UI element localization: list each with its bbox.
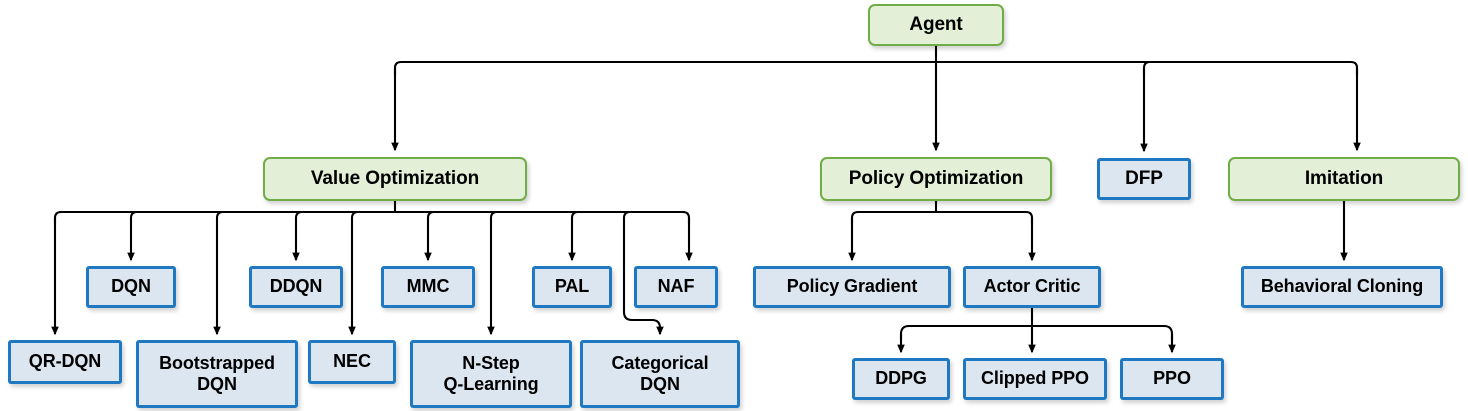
- node-label-nec: NEC: [333, 351, 371, 372]
- node-dfp[interactable]: DFP: [1097, 158, 1191, 200]
- node-dqn[interactable]: DQN: [86, 266, 176, 308]
- node-label-ddqn: DDQN: [269, 276, 323, 297]
- node-clipped_ppo[interactable]: Clipped PPO: [963, 358, 1107, 400]
- node-label-agent: Agent: [909, 13, 963, 35]
- node-label-policy_opt: Policy Optimization: [848, 167, 1024, 189]
- node-label-n_step_q: N-Step Q-Learning: [443, 352, 539, 394]
- node-policy_gradient[interactable]: Policy Gradient: [753, 266, 951, 308]
- node-pal[interactable]: PAL: [532, 266, 612, 308]
- node-bootstrapped_dqn[interactable]: Bootstrapped DQN: [136, 340, 298, 408]
- node-imitation[interactable]: Imitation: [1228, 157, 1460, 201]
- node-n_step_q[interactable]: N-Step Q-Learning: [410, 340, 572, 408]
- node-label-dfp: DFP: [1125, 167, 1163, 189]
- node-qr_dqn[interactable]: QR-DQN: [8, 340, 122, 384]
- node-ppo[interactable]: PPO: [1120, 358, 1224, 400]
- node-actor_critic[interactable]: Actor Critic: [963, 266, 1101, 308]
- edge-group-value-optimization: [51, 201, 693, 336]
- node-label-policy_gradient: Policy Gradient: [786, 276, 918, 297]
- node-naf[interactable]: NAF: [634, 266, 718, 308]
- node-ddqn[interactable]: DDQN: [249, 266, 343, 308]
- node-ddpg[interactable]: DDPG: [852, 358, 950, 400]
- node-label-behavioral_cloning: Behavioral Cloning: [1260, 276, 1424, 297]
- node-agent[interactable]: Agent: [868, 4, 1004, 46]
- node-label-bootstrapped_dqn: Bootstrapped DQN: [159, 352, 275, 394]
- node-label-mmc: MMC: [406, 276, 450, 297]
- edge-group-agent: [391, 46, 1361, 153]
- node-label-dqn: DQN: [111, 276, 151, 297]
- node-label-value_opt: Value Optimization: [310, 167, 480, 189]
- node-nec[interactable]: NEC: [308, 340, 396, 384]
- node-behavioral_cloning[interactable]: Behavioral Cloning: [1241, 266, 1443, 308]
- node-categorical_dqn[interactable]: Categorical DQN: [580, 340, 740, 408]
- edge-group-actor-critic: [897, 308, 1176, 354]
- node-label-naf: NAF: [657, 276, 695, 297]
- edge-group-policy-optimization: [848, 201, 1036, 262]
- node-label-ppo: PPO: [1153, 368, 1191, 389]
- node-label-actor_critic: Actor Critic: [983, 276, 1081, 297]
- node-label-clipped_ppo: Clipped PPO: [981, 368, 1089, 389]
- node-value_opt[interactable]: Value Optimization: [263, 157, 527, 201]
- node-label-qr_dqn: QR-DQN: [28, 351, 102, 372]
- node-label-categorical_dqn: Categorical DQN: [611, 352, 709, 394]
- node-label-pal: PAL: [554, 276, 590, 297]
- node-label-imitation: Imitation: [1304, 167, 1384, 189]
- node-policy_opt[interactable]: Policy Optimization: [820, 157, 1052, 201]
- node-mmc[interactable]: MMC: [381, 266, 475, 308]
- node-label-ddpg: DDPG: [875, 368, 927, 389]
